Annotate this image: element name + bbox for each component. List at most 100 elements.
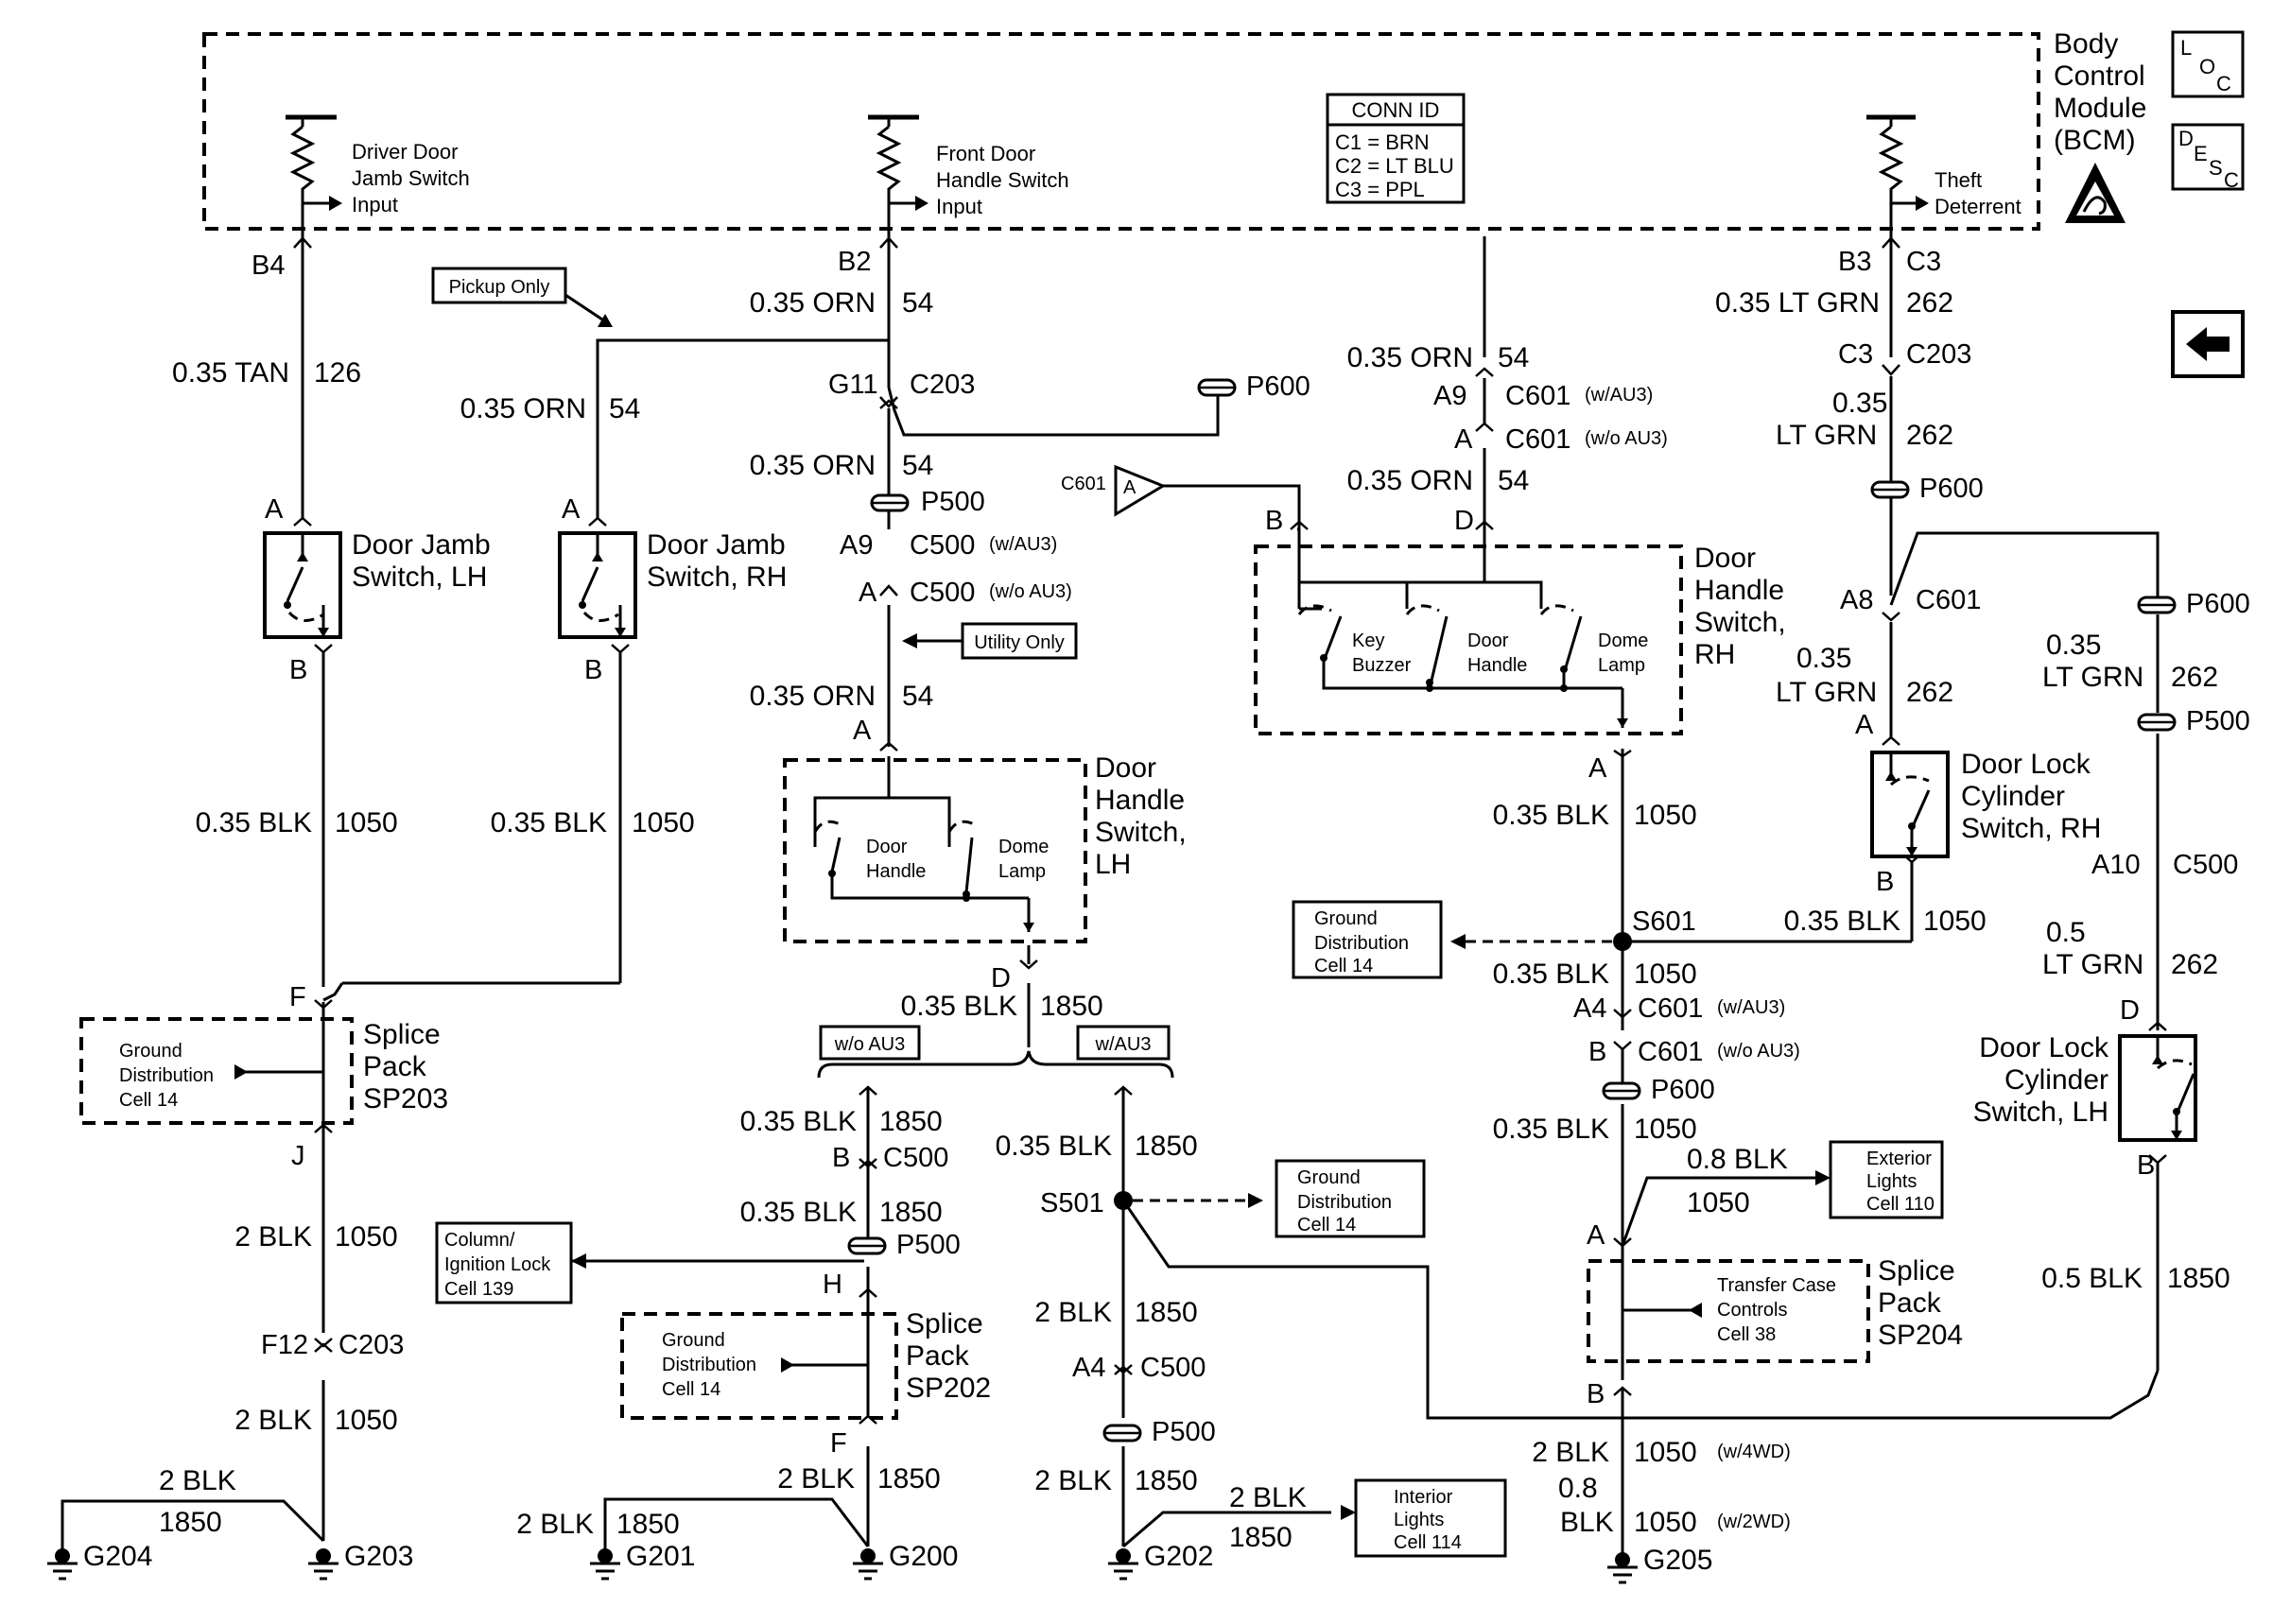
svg-text:P600: P600 [1246,371,1310,402]
svg-text:Lamp: Lamp [998,861,1046,882]
svg-text:Switch,: Switch, [1694,607,1786,638]
svg-text:(w/AU3): (w/AU3) [1585,385,1653,406]
svg-text:1850: 1850 [879,1106,943,1137]
svg-text:0.35 BLK: 0.35 BLK [740,1197,857,1228]
svg-text:E: E [2194,142,2208,165]
esd-warning-icon [2065,163,2126,223]
svg-text:B: B [1588,1037,1606,1067]
svg-text:Cell 14: Cell 14 [662,1379,720,1400]
svg-text:S501: S501 [1040,1188,1104,1218]
svg-text:1850: 1850 [159,1507,222,1538]
svg-text:1850: 1850 [2167,1263,2230,1294]
svg-text:C500: C500 [2173,850,2238,880]
svg-text:Door: Door [866,837,908,857]
ref-wo-au3: w/o AU3 [819,1025,921,1061]
svg-text:G205: G205 [1643,1545,1712,1576]
svg-text:2 BLK: 2 BLK [1034,1297,1112,1328]
svg-text:C203: C203 [1906,339,1971,370]
svg-text:Pack: Pack [363,1051,427,1082]
svg-text:Dome: Dome [998,837,1049,857]
svg-text:0.35 BLK: 0.35 BLK [1784,906,1900,937]
svg-text:Column/: Column/ [444,1230,515,1251]
svg-text:Handle: Handle [866,861,926,882]
connector-marks [293,236,2177,1443]
svg-text:Buzzer: Buzzer [1352,655,1412,676]
svg-text:C601: C601 [1638,1037,1703,1067]
svg-text:Door: Door [1467,631,1509,651]
ref-exterior-lights[interactable]: Exterior Lights Cell 110 [1815,1140,1944,1219]
door-lock-cylinder-switch-rh: Door Lock Cylinder Switch, RH [1870,749,2101,858]
svg-text:L: L [2180,36,2192,60]
bcm-input-front-door-handle: Front Door Handle Switch Input [868,114,1069,236]
svg-text:Ignition Lock: Ignition Lock [444,1254,551,1275]
svg-text:F: F [289,982,306,1012]
ref-utility-only[interactable]: Utility Only [902,622,1078,660]
svg-text:1850: 1850 [879,1197,943,1228]
ref-c601-a: C601 A [1061,464,1167,517]
ref-column-ignition-lock[interactable]: Column/ Ignition Lock Cell 139 [435,1221,864,1304]
svg-text:Body: Body [2054,28,2118,60]
svg-text:G201: G201 [626,1541,695,1572]
svg-text:P500: P500 [921,487,985,517]
splice-pack-sp203: Ground Distribution Cell 14 Splice Pack … [79,1015,448,1125]
svg-text:LT GRN: LT GRN [1776,420,1877,451]
svg-text:Distribution: Distribution [662,1355,756,1375]
svg-text:Ground: Ground [1297,1167,1361,1188]
svg-text:Handle: Handle [1467,655,1527,676]
svg-text:LT GRN: LT GRN [1776,677,1877,708]
svg-text:G204: G204 [83,1541,152,1572]
svg-text:SP202: SP202 [906,1373,991,1404]
svg-text:LH: LH [1095,849,1131,880]
svg-text:1050: 1050 [632,807,695,838]
svg-text:Dome: Dome [1598,631,1648,651]
desc-button[interactable]: D E S C [2171,123,2245,192]
svg-text:Transfer Case: Transfer Case [1717,1275,1836,1296]
svg-text:C500: C500 [910,530,975,561]
svg-text:0.35: 0.35 [1832,388,1887,419]
svg-text:A9: A9 [1433,381,1466,411]
bcm-title: Body Control Module (BCM) [2054,28,2146,156]
svg-text:C500: C500 [1140,1353,1206,1383]
ref-ground-distribution-s501[interactable]: Ground Distribution Cell 14 [1133,1159,1426,1238]
svg-text:Switch, RH: Switch, RH [1961,813,2101,844]
svg-text:1050: 1050 [1634,800,1697,831]
svg-text:B2: B2 [838,247,871,277]
svg-text:F12: F12 [261,1330,308,1360]
svg-text:54: 54 [902,287,933,319]
svg-text:(BCM): (BCM) [2054,125,2136,156]
svg-text:Input: Input [936,195,982,218]
svg-text:262: 262 [1906,287,1953,319]
svg-text:A4: A4 [1072,1353,1105,1383]
svg-text:P600: P600 [1919,474,1984,504]
svg-text:Switch, LH: Switch, LH [1973,1097,2108,1128]
ref-interior-lights[interactable]: Interior Lights Cell 114 [1341,1478,1507,1558]
svg-text:(w/4WD): (w/4WD) [1717,1442,1791,1462]
back-button[interactable] [2171,310,2245,378]
svg-text:(w/AU3): (w/AU3) [1717,997,1785,1018]
svg-text:C601: C601 [1916,585,1981,615]
ref-ground-distribution-s601[interactable]: Ground Distribution Cell 14 [1292,900,1613,979]
svg-text:Handle Switch: Handle Switch [936,168,1069,192]
svg-text:G200: G200 [889,1541,958,1572]
loc-button[interactable]: L O C [2171,30,2245,98]
svg-text:0.35 ORN: 0.35 ORN [1347,465,1473,496]
svg-text:Driver Door: Driver Door [352,140,458,164]
svg-text:B: B [1876,867,1894,897]
ref-w-au3: w/AU3 [1076,1025,1171,1061]
svg-text:0.35 ORN: 0.35 ORN [750,450,876,481]
svg-text:Splice: Splice [906,1308,983,1339]
door-jamb-switch-lh: Door Jamb Switch, LH [263,529,491,639]
svg-text:0.35 BLK: 0.35 BLK [196,807,312,838]
svg-text:D: D [991,963,1011,993]
svg-text:Door Jamb: Door Jamb [647,529,786,561]
svg-text:2 BLK: 2 BLK [777,1463,855,1494]
svg-text:0.35: 0.35 [1796,643,1851,674]
svg-text:(w/o AU3): (w/o AU3) [1717,1041,1800,1062]
svg-text:2 BLK: 2 BLK [234,1405,312,1436]
svg-text:Pack: Pack [906,1340,970,1372]
svg-text:1050: 1050 [1923,906,1987,937]
svg-text:2 BLK: 2 BLK [1229,1482,1307,1513]
svg-text:1850: 1850 [1229,1522,1293,1553]
ref-pickup-only[interactable]: Pickup Only [431,267,613,327]
svg-text:Ground: Ground [662,1330,725,1351]
